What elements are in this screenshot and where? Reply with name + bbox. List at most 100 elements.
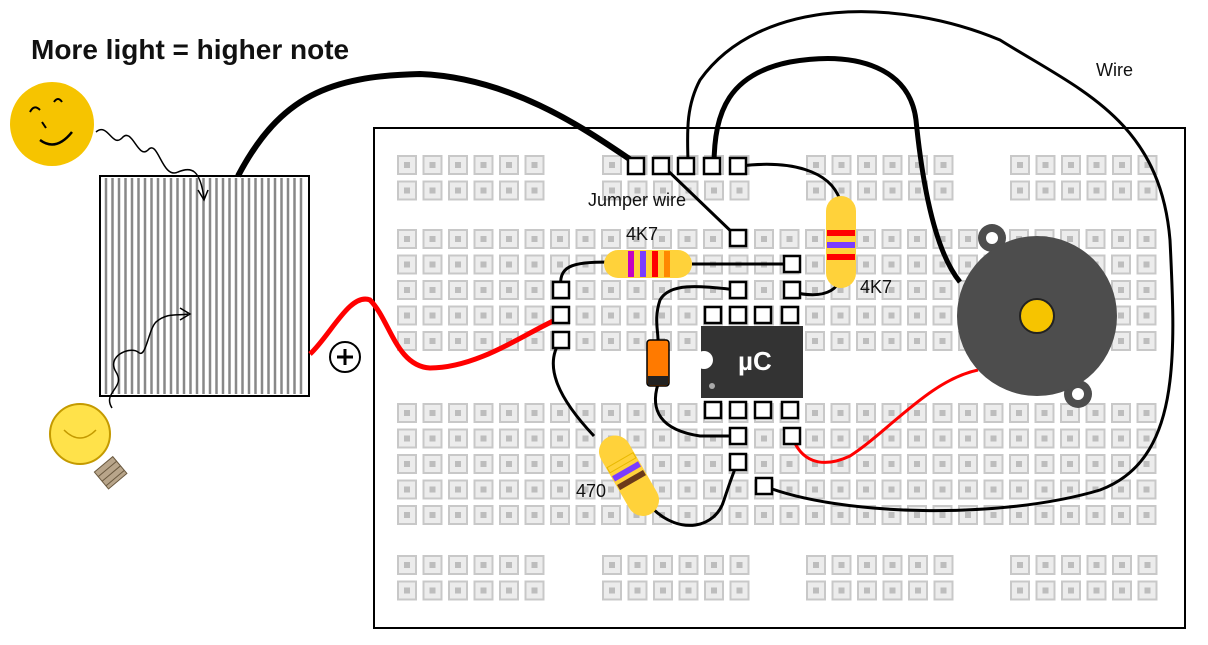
breadboard-hole: [550, 505, 570, 525]
breadboard-hole: [1136, 229, 1157, 249]
resistor-4k7-top: [604, 250, 692, 278]
breadboard-hole: [933, 180, 954, 201]
breadboard-hole: [473, 254, 494, 275]
breadboard-hole: [473, 580, 494, 601]
breadboard-hole: [1034, 505, 1055, 525]
wire: [739, 162, 842, 201]
breadboard-hole: [1035, 555, 1056, 575]
breadboard-hole: [422, 479, 443, 500]
breadboard-hole: [448, 254, 468, 275]
breadboard-hole: [881, 280, 902, 300]
breadboard-hole: [1085, 505, 1106, 525]
breadboard-hole: [882, 180, 903, 201]
breadboard-hole: [1034, 428, 1055, 449]
resistor-4k7-right-label: 4K7: [860, 277, 893, 297]
capacitor: [646, 339, 670, 387]
breadboard-hole: [499, 305, 519, 326]
breadboard-hole: [830, 505, 851, 525]
breadboard-hole: [831, 580, 852, 601]
breadboard-hole: [704, 555, 724, 575]
breadboard-hole: [703, 229, 723, 249]
breadboard-hole: [499, 580, 519, 601]
breadboard-hole: [550, 479, 570, 500]
pin-square: [728, 400, 748, 420]
breadboard-hole: [932, 403, 953, 423]
breadboard-hole: [1111, 454, 1131, 474]
breadboard-hole: [448, 428, 468, 449]
breadboard-hole: [473, 555, 494, 575]
light-ray-arrowhead: [197, 189, 209, 202]
breadboard-hole: [448, 331, 468, 351]
breadboard-hole: [933, 580, 954, 601]
breadboard-hole: [1010, 155, 1030, 175]
breadboard-hole: [1111, 280, 1131, 300]
breadboard-hole: [932, 428, 953, 449]
breadboard-hole: [1136, 403, 1157, 423]
breadboard-hole: [473, 229, 494, 249]
breadboard-hole: [448, 403, 468, 423]
breadboard-hole: [602, 555, 622, 575]
pin-square: [728, 156, 748, 176]
breadboard-hole: [830, 428, 851, 449]
breadboard-hole: [1060, 454, 1080, 474]
breadboard-hole: [907, 454, 927, 474]
breadboard-hole: [1086, 555, 1107, 575]
piezo-buzzer-icon: [957, 224, 1117, 408]
breadboard-hole: [422, 155, 443, 175]
light-bulb-icon: [49, 403, 128, 490]
breadboard-hole: [907, 331, 927, 351]
breadboard-hole: [1111, 331, 1131, 351]
breadboard-hole: [754, 229, 774, 249]
breadboard-hole: [1111, 403, 1131, 423]
breadboard-hole: [678, 555, 699, 575]
breadboard-hole: [932, 305, 953, 326]
breadboard-hole: [703, 428, 723, 449]
breadboard-hole: [882, 555, 903, 575]
breadboard-hole: [448, 229, 468, 249]
breadboard-hole: [499, 254, 519, 275]
breadboard-hole: [422, 454, 443, 474]
breadboard-hole: [473, 305, 494, 326]
breadboard-hole: [908, 555, 928, 575]
breadboard-hole: [1136, 280, 1157, 300]
breadboard-hole: [524, 580, 545, 601]
pin-square: [782, 426, 802, 446]
breadboard-hole: [857, 180, 877, 201]
breadboard-hole: [422, 580, 443, 601]
breadboard-hole: [704, 580, 724, 601]
breadboard-hole: [1136, 305, 1157, 326]
breadboard-hole: [1061, 580, 1081, 601]
breadboard-hole: [933, 555, 954, 575]
breadboard-hole: [524, 555, 545, 575]
breadboard-hole: [626, 229, 647, 249]
breadboard-hole: [653, 580, 673, 601]
breadboard-hole: [473, 403, 494, 423]
breadboard-hole: [550, 229, 570, 249]
breadboard-hole: [958, 428, 978, 449]
breadboard-hole: [958, 479, 978, 500]
breadboard-hole: [1112, 580, 1132, 601]
breadboard-hole: [627, 580, 648, 601]
breadboard-hole: [601, 280, 621, 300]
breadboard-hole: [932, 331, 953, 351]
breadboard-hole: [881, 479, 902, 500]
breadboard-hole: [627, 555, 648, 575]
breadboard-hole: [677, 331, 698, 351]
breadboard-hole: [575, 305, 596, 326]
breadboard-hole: [754, 428, 774, 449]
breadboard-hole: [524, 505, 545, 525]
wire: [653, 383, 738, 438]
breadboard-hole: [805, 428, 825, 449]
breadboard-hole: [397, 479, 417, 500]
breadboard-hole: [397, 280, 417, 300]
pin-square: [551, 330, 571, 350]
breadboard-hole: [830, 331, 851, 351]
breadboard-hole: [626, 305, 647, 326]
breadboard-hole: [1034, 403, 1055, 423]
wire: [650, 461, 740, 527]
breadboard-hole: [779, 505, 800, 525]
pin-square: [626, 156, 646, 176]
pin-square: [780, 400, 800, 420]
breadboard-hole: [703, 479, 723, 500]
